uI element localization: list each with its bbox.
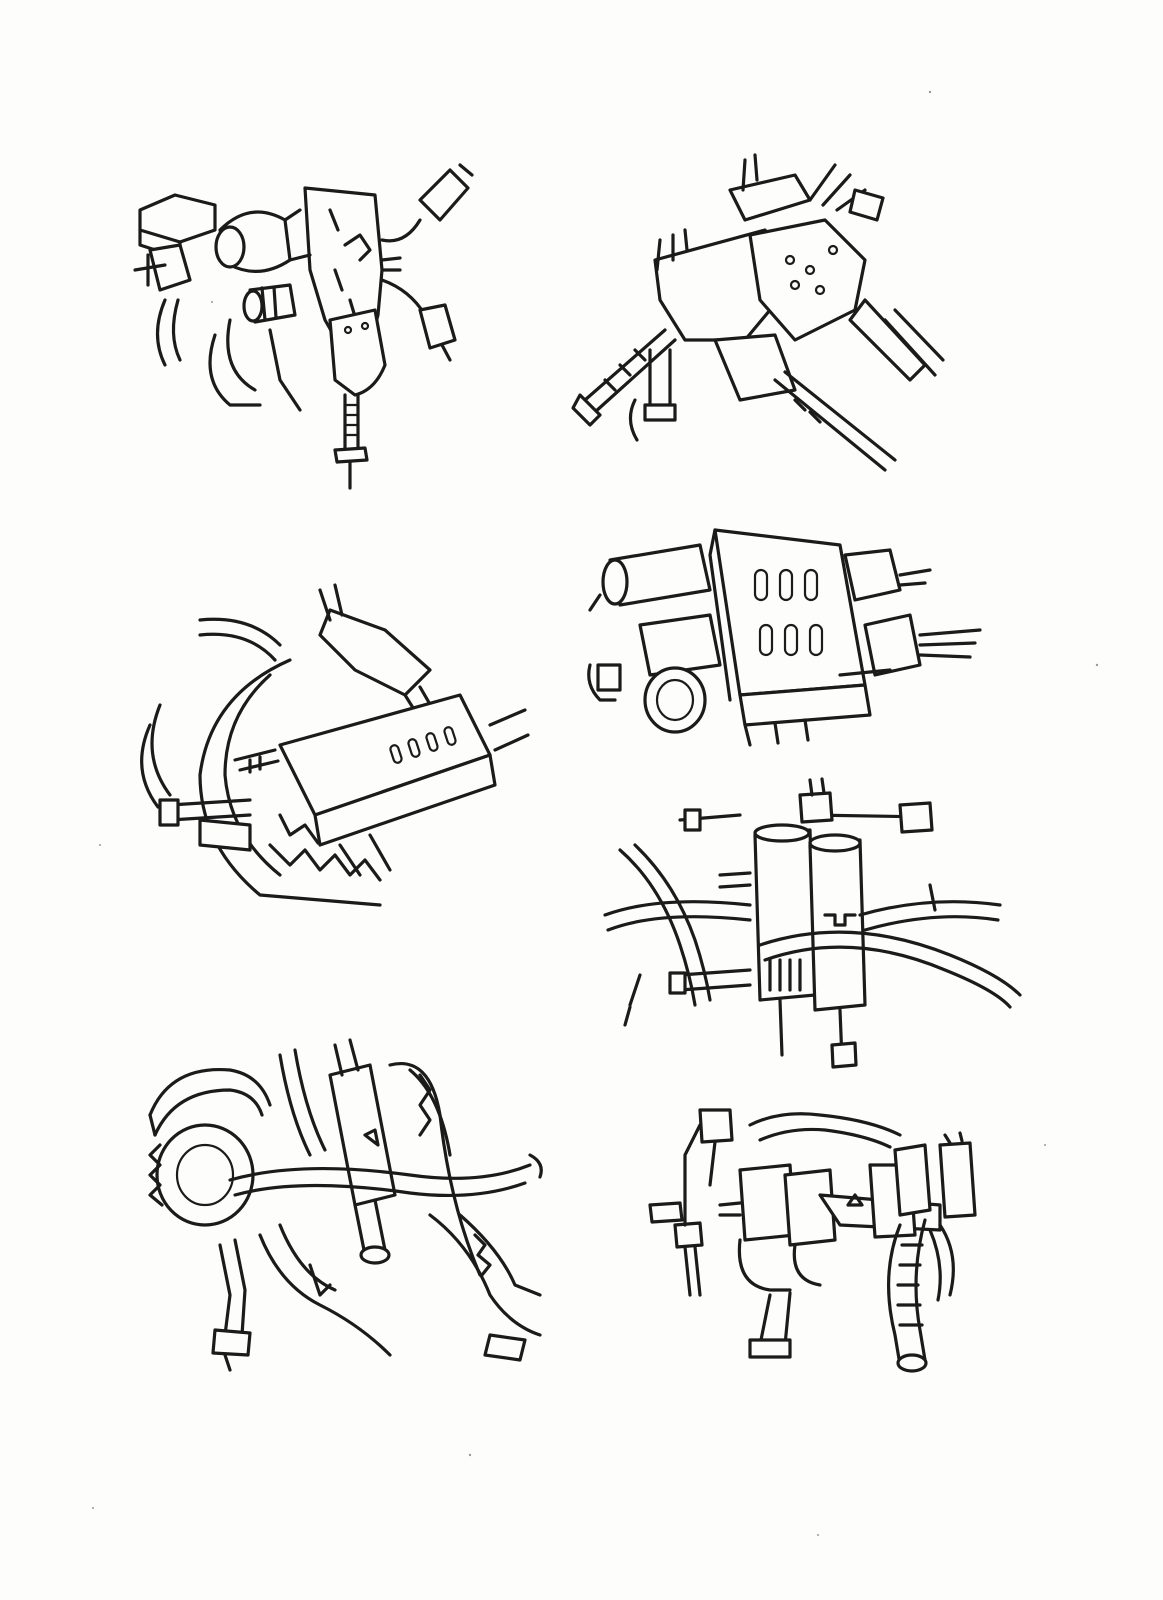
sketch-bottom-left xyxy=(130,1035,570,1375)
sketch-middle-right xyxy=(580,515,1000,765)
sketch-top-left xyxy=(120,150,490,500)
sketch-center-right xyxy=(600,775,1040,1075)
sketch-bottom-right xyxy=(640,1095,1000,1395)
sketch-middle-left xyxy=(130,575,530,935)
sketch-top-right xyxy=(565,150,955,490)
